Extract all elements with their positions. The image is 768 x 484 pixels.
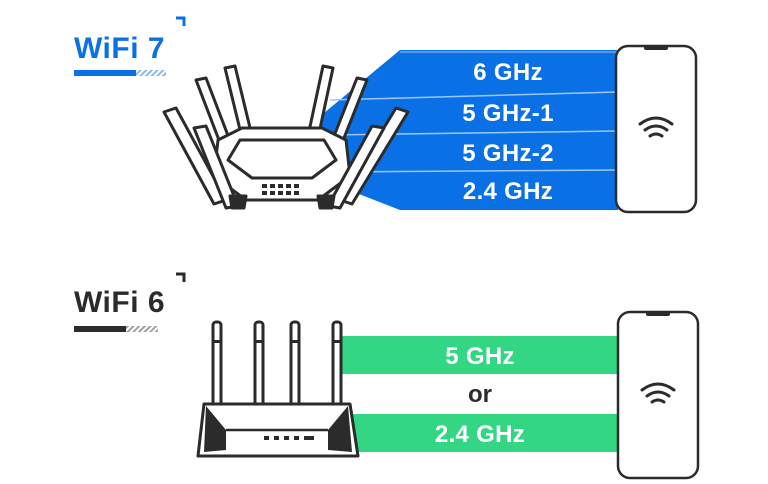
wifi7-band-6ghz: 6 GHz	[473, 59, 543, 86]
wifi7-router-icon	[162, 64, 410, 210]
wifi6-band-bar	[342, 336, 618, 374]
wifi-signal-icon	[640, 382, 676, 404]
phone-icon	[614, 44, 698, 214]
wifi6-section: WiFi 6 5 GHz or 2.4 GHz	[74, 272, 700, 480]
wifi6-title: WiFi 6	[74, 286, 165, 319]
wifi6-band-separator: or	[468, 381, 492, 408]
wifi7-band-5ghz-1: 5 GHz-1	[462, 100, 553, 127]
wifi6-underline-hatch	[126, 326, 158, 332]
wifi6-band-5ghz: 5 GHz	[445, 343, 515, 370]
wifi7-title: WiFi 7	[74, 32, 165, 65]
wifi6-underline	[74, 326, 126, 332]
wifi7-underline-hatch	[136, 70, 166, 76]
wifi-signal-icon	[638, 116, 674, 138]
wifi7-band-5ghz-2: 5 GHz-2	[462, 140, 553, 167]
wifi6-title-accent	[176, 272, 186, 282]
wifi7-band-divider	[329, 169, 619, 173]
wifi7-band-2-4ghz: 2.4 GHz	[463, 178, 553, 205]
wifi6-router-icon	[196, 320, 360, 458]
wifi7-section: WiFi 7 6 GHz 5 GHz-1 5 GHz-2 2.4 GHz	[74, 16, 698, 214]
wifi7-title-accent	[176, 16, 186, 26]
wifi6-band-bar	[342, 414, 618, 452]
wifi7-underline	[74, 70, 136, 76]
phone-icon	[616, 310, 700, 480]
wifi7-band-divider	[329, 91, 619, 101]
wifi6-band-2-4ghz: 2.4 GHz	[435, 421, 525, 448]
